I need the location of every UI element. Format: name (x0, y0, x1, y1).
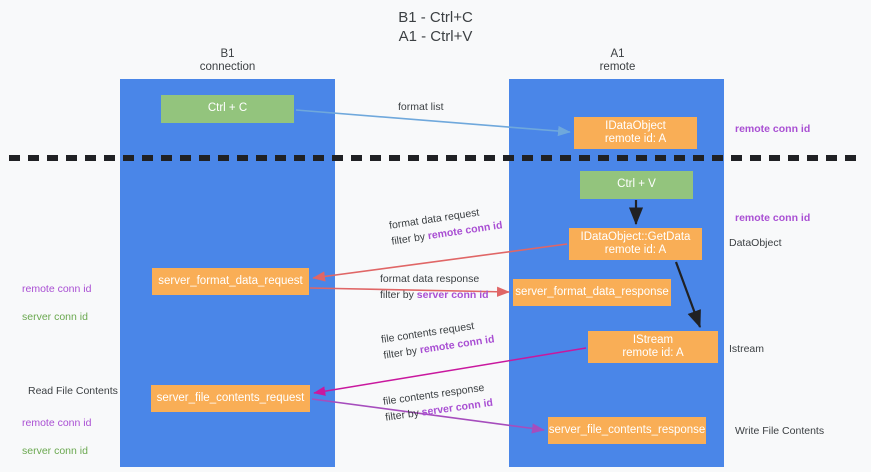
node-idataobject-getdata[interactable]: IDataObject::GetData remote id: A (569, 228, 702, 260)
annotation-right-remote-conn-id-top: remote conn id (735, 123, 811, 135)
node-idataobject[interactable]: IDataObject remote id: A (574, 117, 697, 149)
edge-label-line: format data response (380, 273, 480, 285)
annotation-left-server-conn-id: server conn id (22, 311, 88, 323)
edge-label-format-data-response: format data response filter by server co… (380, 271, 489, 303)
connector-getdata-istream (674, 261, 702, 329)
filter-prefix: filter by (390, 230, 429, 248)
annotation-right-remote-conn-id-mid: remote conn id (735, 212, 811, 224)
annotation-right-write-file-contents: Write File Contents (735, 425, 825, 437)
edge-label-format-list: format list (398, 101, 444, 113)
diagram-title: B1 - Ctrl+C A1 - Ctrl+V (398, 9, 473, 45)
connector-format-data-request (312, 243, 568, 282)
filter-prefix: filter by (384, 406, 423, 424)
annotation-left-server-conn-id-2: server conn id (22, 445, 88, 457)
filter-prefix: filter by (380, 289, 417, 301)
connector-file-contents-response (311, 398, 545, 434)
connector-format-data-response (309, 286, 510, 297)
node-istream[interactable]: IStream remote id: A (588, 331, 718, 363)
node-ctrl-c[interactable]: Ctrl + C (161, 95, 294, 123)
annotation-right-istream: Istream (729, 343, 765, 355)
filter-prefix: filter by (382, 344, 421, 362)
connector-format-list (295, 109, 571, 137)
node-server-file-contents-request[interactable]: server_file_contents_request (151, 385, 310, 412)
annotation-left-read-file-contents: Read File Contents (28, 385, 118, 397)
annotation-left-remote-conn-id: remote conn id (22, 283, 92, 295)
annotation-left-conn-ids-2: remote conn id server conn id (22, 402, 91, 472)
phase-divider (9, 155, 862, 161)
connector-file-contents-request (313, 347, 587, 396)
edge-label-filter: filter by server conn id (380, 287, 489, 303)
node-ctrl-v[interactable]: Ctrl + V (580, 171, 693, 199)
node-server-format-data-response[interactable]: server_format_data_response (513, 279, 671, 306)
swimlane-header-a1: A1 remote (599, 48, 636, 73)
swimlane-header-b1: B1 connection (199, 48, 256, 73)
annotation-left-remote-conn-id-2: remote conn id (22, 417, 92, 429)
annotation-left-conn-ids: remote conn id server conn id (22, 268, 91, 338)
node-server-file-contents-response[interactable]: server_file_contents_response (548, 417, 706, 444)
node-server-format-data-request[interactable]: server_format_data_request (152, 268, 309, 295)
annotation-right-dataobject: DataObject (729, 237, 782, 249)
filter-key-server-conn-id: server conn id (416, 289, 489, 301)
